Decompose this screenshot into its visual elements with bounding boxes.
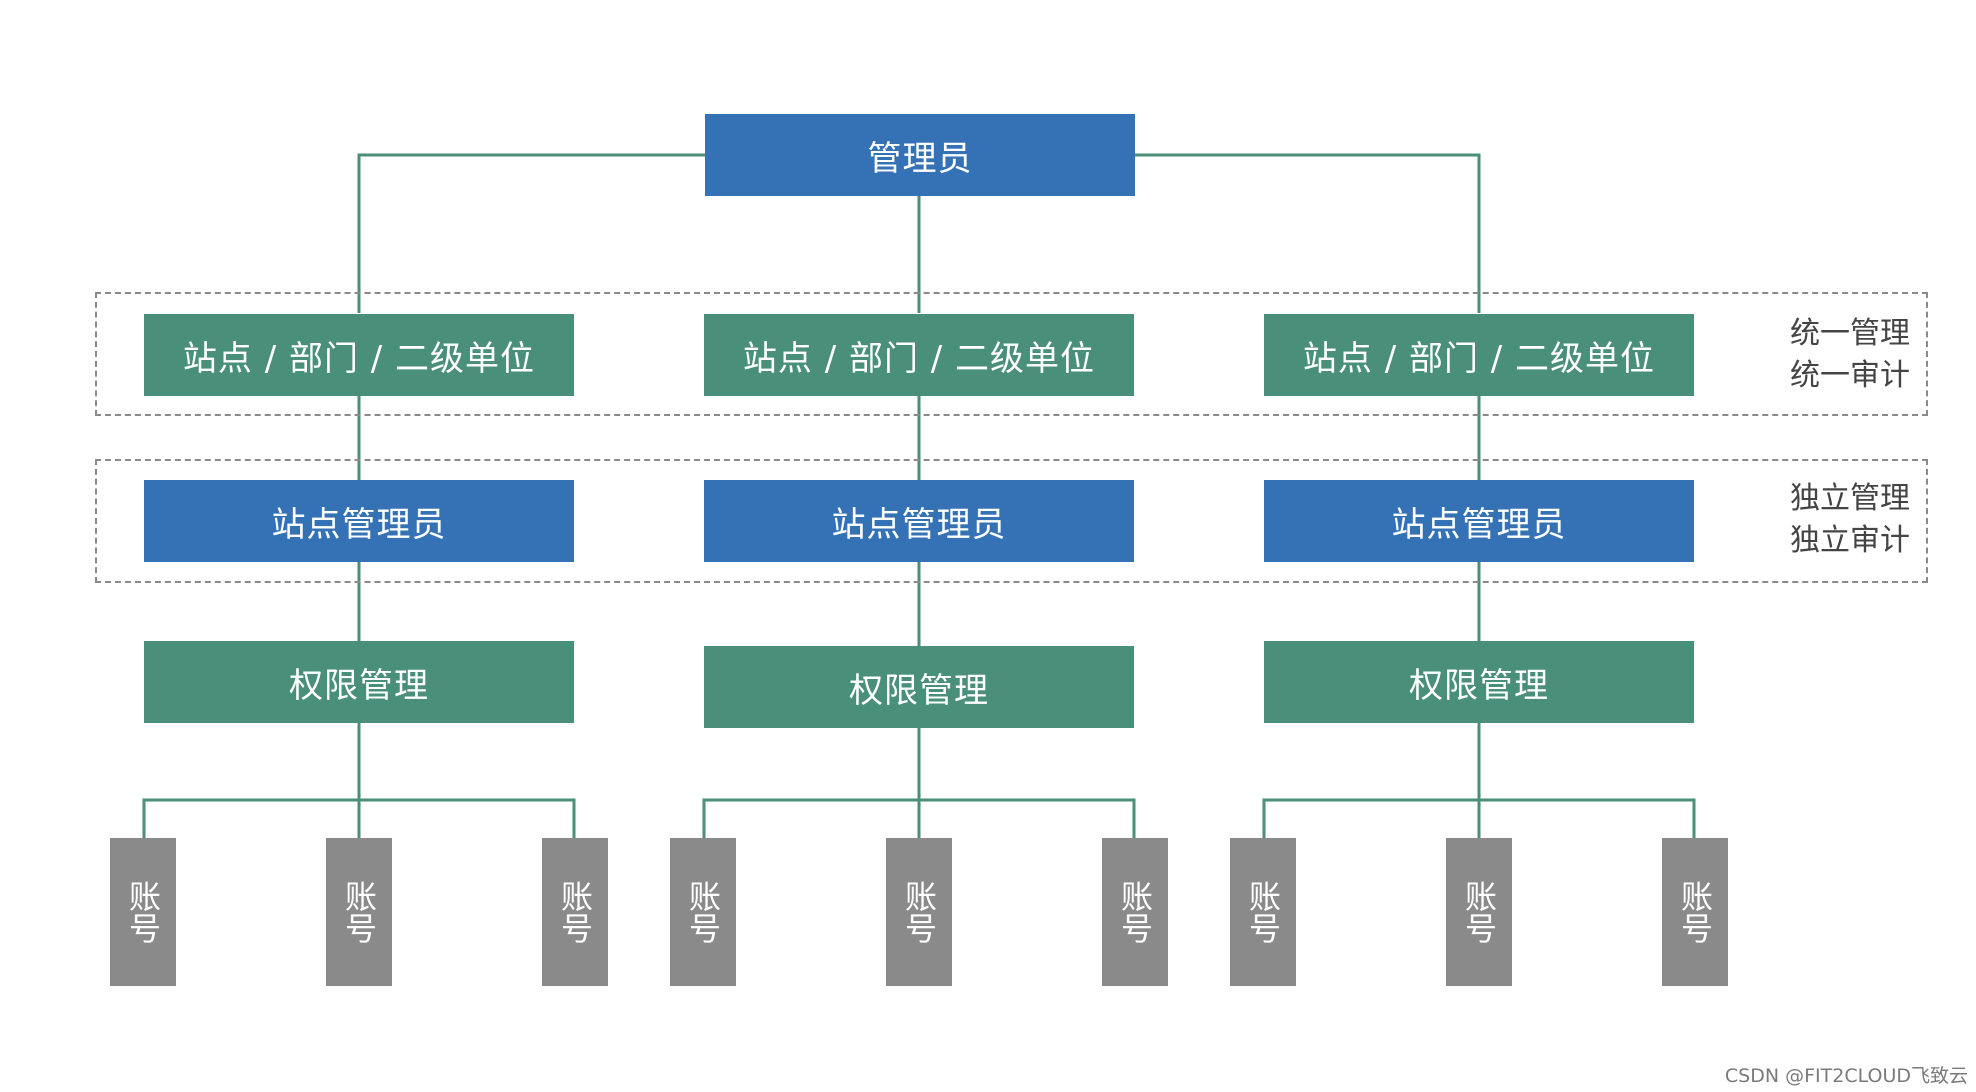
account-node-2-3: 账号: [1102, 838, 1168, 986]
account-node-1-1: 账号: [110, 838, 176, 986]
account-node-3-2: 账号: [1446, 838, 1512, 986]
unified-zone-label: 统一管理 统一审计: [1790, 313, 1910, 397]
independent-zone-line2: 独立审计: [1790, 523, 1910, 558]
site-admin-node-1: 站点管理员: [144, 480, 574, 562]
connector-root-left: [357, 153, 705, 313]
unified-zone-line2: 统一审计: [1790, 358, 1910, 393]
independent-zone-label: 独立管理 独立审计: [1790, 478, 1910, 562]
connector-root-right: [1135, 153, 1481, 313]
permission-node-2: 权限管理: [704, 646, 1134, 728]
account-node-3-1: 账号: [1230, 838, 1296, 986]
permission-node-3: 权限管理: [1264, 641, 1694, 723]
independent-zone-line1: 独立管理: [1790, 481, 1910, 516]
permission-node-1: 权限管理: [144, 641, 574, 723]
account-node-3-3: 账号: [1662, 838, 1728, 986]
account-node-1-2: 账号: [326, 838, 392, 986]
unit-node-2: 站点 / 部门 / 二级单位: [704, 314, 1134, 396]
site-admin-node-2: 站点管理员: [704, 480, 1134, 562]
unified-zone-line1: 统一管理: [1790, 316, 1910, 351]
unified-zone-border: [95, 292, 1928, 416]
account-node-2-2: 账号: [886, 838, 952, 986]
unit-node-1: 站点 / 部门 / 二级单位: [144, 314, 574, 396]
root-admin-node: 管理员: [705, 114, 1135, 196]
independent-zone-border: [95, 459, 1928, 583]
account-node-1-3: 账号: [542, 838, 608, 986]
account-node-2-1: 账号: [670, 838, 736, 986]
unit-node-3: 站点 / 部门 / 二级单位: [1264, 314, 1694, 396]
watermark: CSDN @FIT2CLOUD飞致云: [1724, 1065, 1968, 1087]
site-admin-node-3: 站点管理员: [1264, 480, 1694, 562]
